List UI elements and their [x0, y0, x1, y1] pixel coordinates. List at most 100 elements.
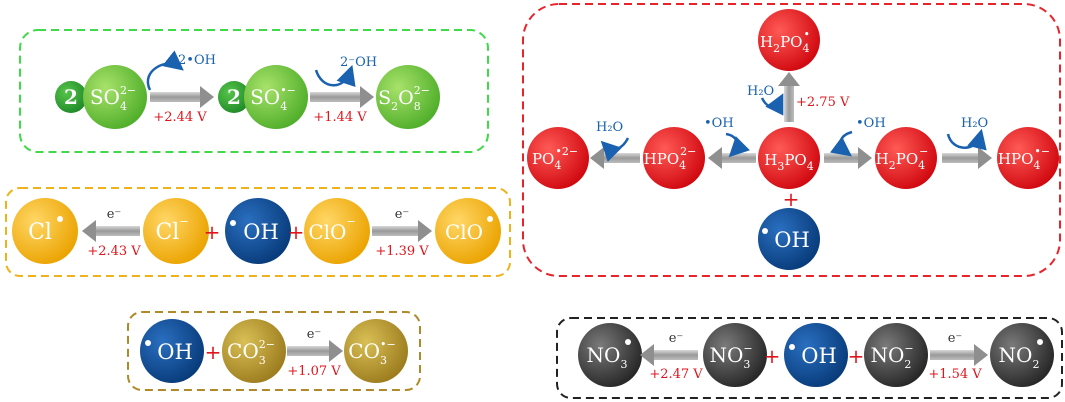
carbonate-oh-label: OH — [157, 340, 193, 364]
phosphate-right-arrow1-head — [858, 147, 872, 169]
chlorine-radical-dot — [57, 216, 63, 222]
nitrate-step2-electron: e⁻ — [948, 331, 963, 346]
sulfate-coef-ball-a — [55, 81, 87, 113]
carbonate-electron: e⁻ — [307, 327, 322, 342]
h3po4-label: H3PO4 — [764, 151, 813, 173]
sulfate-coef-a: 2 — [64, 85, 78, 109]
chloride-arrow1-shaft — [96, 226, 140, 236]
carbonate-arrow-head — [329, 340, 343, 362]
hpo4-right-label: HPO4•− — [998, 145, 1050, 172]
phosphate-left-arrow1-shaft — [722, 153, 756, 163]
sulfate-arrow2-shaft — [310, 92, 362, 102]
nitrate-oh-dot — [789, 344, 795, 350]
nitrite-radical-label: NO2 — [999, 343, 1040, 371]
sulfate-oxidant2-curve-icon — [314, 64, 356, 88]
h3po4-ball — [758, 127, 820, 189]
hypochlorite-radical-ball — [435, 198, 501, 264]
chlorine-radical-ball — [12, 198, 78, 264]
hypochlorite-label: ClO− — [308, 215, 355, 244]
phosphate-right-oxidant2: H₂O — [961, 116, 988, 131]
nitrite-radical-dot — [1037, 339, 1043, 345]
carbonate-radical-label: CO3•− — [348, 338, 395, 367]
nitrite-label: NO2− — [870, 342, 913, 371]
sulfate-arrow1-shaft — [150, 92, 202, 102]
phosphate-left-arrow1-head — [708, 147, 722, 169]
hpo4-right-ball — [997, 127, 1059, 189]
persulfate-ball — [376, 65, 440, 129]
sulfate-radical-label: SO4•− — [250, 84, 296, 113]
sulfate-label: SO42− — [90, 84, 136, 113]
nitrate-radical-ball — [578, 323, 642, 387]
sulfate-ball — [83, 65, 147, 129]
carbonate-plus: + — [205, 340, 222, 364]
chloride-step1-electron: e⁻ — [107, 207, 122, 222]
phosphate-left-curve2-icon — [600, 137, 630, 162]
hypochlorite-radical-label: ClO — [445, 220, 483, 244]
nitrate-label: NO3− — [709, 342, 752, 371]
carbonate-oh-ball — [140, 319, 204, 383]
chloride-step2-potential: +1.39 V — [375, 244, 429, 259]
phosphate-right-arrow2-shaft — [942, 153, 980, 163]
carbonate-radical-ball — [344, 319, 408, 383]
nitrate-arrow1-shaft — [654, 350, 698, 360]
phosphate-oh-dot — [762, 228, 768, 234]
chloride-oh-dot — [230, 220, 236, 226]
sulfate-radical-ball — [244, 65, 308, 129]
sulfate-coef-b: 2 — [227, 85, 241, 109]
nitrate-plus2: + — [848, 344, 865, 368]
nitrite-radical-ball — [990, 323, 1054, 387]
chlorine-radical-label: Cl — [28, 220, 52, 245]
h2po4-radical-top-label: H2PO4• — [760, 28, 810, 55]
nitrate-step1-electron: e⁻ — [669, 331, 684, 346]
phosphate-oh-label: OH — [774, 228, 810, 252]
phosphate-plus: + — [783, 187, 800, 211]
chloride-arrow2-head — [418, 220, 432, 242]
nitrate-arrow2-shaft — [930, 350, 976, 360]
sulfate-step1-oxidant: 2•OH — [178, 53, 216, 68]
sulfate-arrow1-head — [200, 86, 214, 108]
po4-left-ball — [527, 127, 589, 189]
carbonate-arrow-shaft — [287, 346, 331, 356]
h2po4-right-ball — [875, 127, 937, 189]
nitrate-step1-potential: +2.47 V — [649, 367, 703, 382]
phosphate-right-arrow1-shaft — [824, 153, 860, 163]
nitrate-ball — [703, 323, 767, 387]
chloride-oh-ball — [225, 198, 291, 264]
phosphate-top-oxidant: H₂O — [747, 84, 774, 99]
phosphate-top-curve-icon — [760, 93, 784, 116]
phosphate-oh-ball — [758, 208, 820, 270]
sulfate-step1-potential: +2.44 V — [153, 110, 207, 125]
nitrate-arrow2-head — [974, 344, 988, 366]
chloride-ball — [143, 198, 209, 264]
nitrate-oh-ball — [784, 323, 848, 387]
chloride-oh-label: OH — [243, 220, 279, 244]
nitrite-ball — [864, 323, 928, 387]
nitrate-oh-label: OH — [801, 344, 837, 368]
hypochlorite-ball — [304, 198, 370, 264]
nitrate-radical-label: NO3 — [587, 343, 628, 371]
phosphate-left-arrow2-head — [590, 147, 604, 169]
h2po4-right-label: H2PO4− — [876, 145, 929, 172]
nitrate-frame — [556, 317, 1063, 399]
phosphate-up-arrow-head — [778, 72, 800, 86]
h2po4-radical-top-ball — [758, 9, 820, 71]
nitrate-arrow1-head — [640, 344, 654, 366]
hypochlorite-radical-dot — [487, 216, 493, 222]
carbonate-oh-dot — [145, 340, 151, 346]
chloride-arrow1-head — [82, 220, 96, 242]
phosphate-left-oxidant1: •OH — [704, 116, 734, 131]
sulfate-frame — [19, 29, 489, 153]
phosphate-left-oxidant2: H₂O — [596, 120, 623, 135]
hpo4-left-ball — [643, 127, 705, 189]
chloride-plus1: + — [204, 220, 221, 244]
carbonate-ball — [222, 319, 286, 383]
phosphate-right-arrow2-head — [978, 147, 992, 169]
sulfate-arrow2-head — [360, 86, 374, 108]
chloride-step2-electron: e⁻ — [395, 207, 410, 222]
chloride-frame — [5, 187, 511, 277]
chloride-arrow2-shaft — [372, 226, 420, 236]
phosphate-top-potential: +2.75 V — [796, 95, 850, 110]
sulfate-coef-ball-b — [218, 81, 250, 113]
sulfate-step2-oxidant: 2⁻OH — [340, 55, 377, 70]
